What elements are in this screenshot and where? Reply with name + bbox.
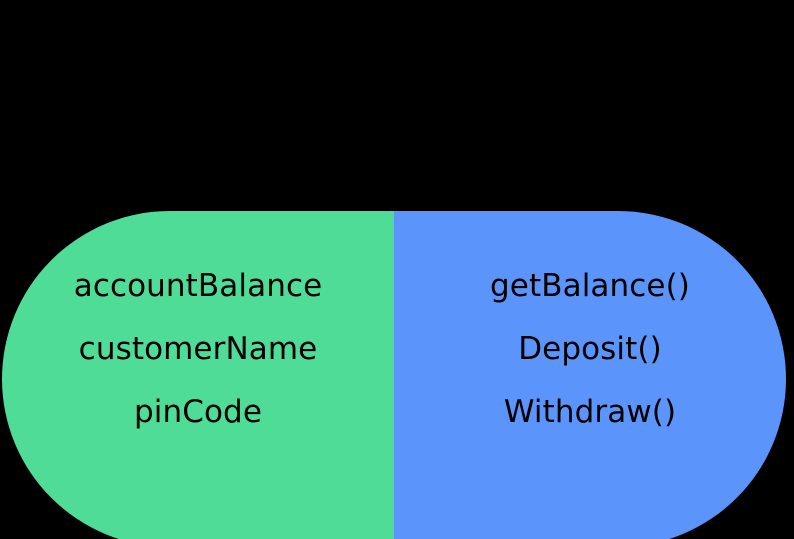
attribute-item: accountBalance (73, 268, 323, 304)
methods-panel[interactable]: getBalance() Deposit() Withdraw() (394, 211, 786, 539)
method-item: Deposit() (518, 331, 662, 367)
attribute-item: customerName (78, 331, 318, 367)
attribute-item: pinCode (134, 394, 262, 430)
attributes-panel[interactable]: accountBalance customerName pinCode (2, 211, 394, 539)
method-item: Withdraw() (503, 394, 677, 430)
class-object-pill: accountBalance customerName pinCode getB… (2, 211, 786, 539)
method-item: getBalance() (490, 268, 690, 304)
